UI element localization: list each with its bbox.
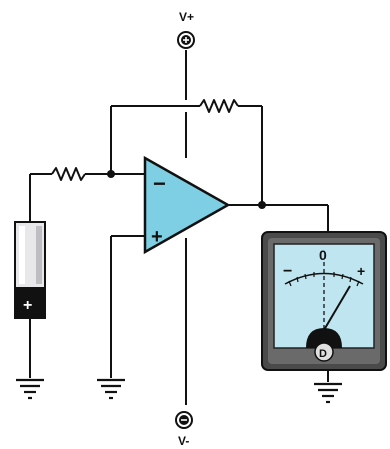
meter: − 0 + D (261, 231, 387, 371)
battery-cap (14, 287, 46, 319)
battery-positive-sign: + (23, 297, 32, 314)
battery-shade (36, 226, 42, 284)
battery: + (14, 221, 46, 319)
meter-ticks (288, 272, 360, 287)
opamp-noninverting-sign: + (151, 226, 163, 248)
vplus-label: V+ (179, 10, 194, 24)
ground-battery-icon (16, 378, 44, 400)
vminus-label: V- (178, 434, 189, 448)
ground-noninverting-icon (97, 378, 125, 400)
ground-meter-icon (314, 382, 342, 404)
vminus-terminal-icon (175, 411, 193, 429)
junction-input (107, 170, 115, 178)
wires (29, 50, 329, 405)
meter-knob-housing (306, 328, 342, 348)
meter-scale-center: 0 (319, 247, 327, 263)
junction-output (258, 201, 266, 209)
meter-scale-left: − (283, 263, 292, 280)
meter-scale-right: + (357, 263, 365, 279)
feedback-resistor-icon (199, 99, 239, 113)
meter-knob-symbol: D (319, 348, 327, 360)
input-resistor-icon (51, 167, 86, 181)
meter-needle (323, 285, 351, 331)
vplus-terminal-icon (177, 31, 195, 49)
meter-scale-arc (284, 272, 364, 285)
opamp-triangle (143, 155, 231, 255)
opamp-inverting-sign: − (153, 171, 166, 196)
meter-knob-icon (314, 342, 334, 362)
battery-highlight (19, 226, 25, 284)
